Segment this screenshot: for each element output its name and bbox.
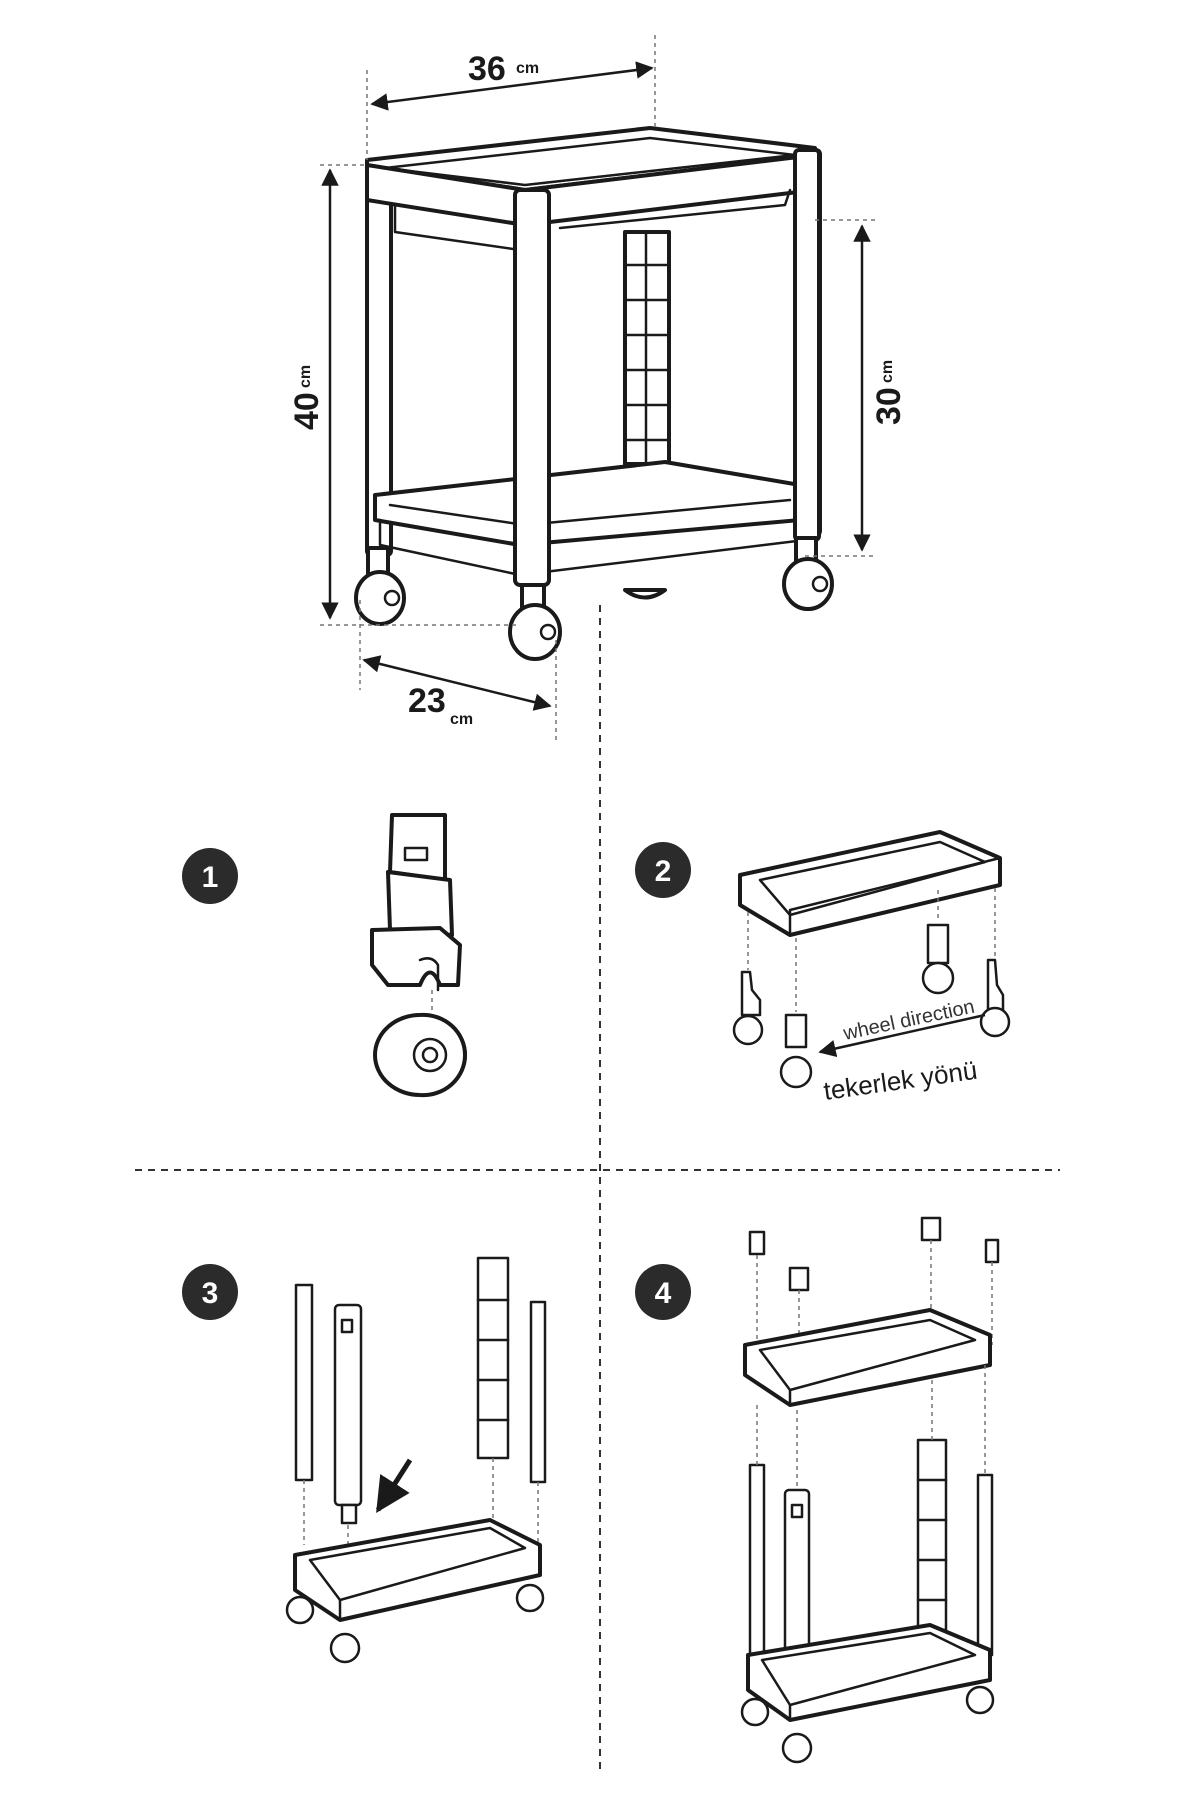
step-4-badge: 4	[635, 1264, 691, 1320]
width-value: 36	[468, 50, 506, 88]
wheel-direction-caption: wheel direction	[840, 996, 976, 1045]
step-2-panel: 2	[635, 830, 1011, 1106]
step-1-badge: 1	[182, 848, 238, 904]
depth-dimension: 23 cm	[359, 600, 557, 740]
height-dimension: 40 cm	[288, 164, 520, 626]
width-unit: cm	[516, 60, 539, 77]
cart-overview-illustration: 36 cm 40 cm 30 cm 23 cm	[288, 35, 908, 740]
section-dividers	[135, 605, 1060, 1775]
caster-illustration	[779, 1013, 813, 1089]
step-1-number: 1	[202, 861, 219, 894]
caster-illustration	[921, 923, 955, 995]
step-1-panel: 1	[182, 813, 468, 1098]
depth-value: 23	[408, 682, 446, 720]
step-3-panel: 3	[182, 1256, 547, 1664]
step-2-number: 2	[655, 855, 672, 888]
step-4-panel: 4	[635, 1216, 1000, 1764]
shelf-gap-unit: cm	[879, 360, 896, 383]
shelf-gap-dimension: 30 cm	[805, 219, 908, 557]
caster-illustration	[732, 970, 764, 1046]
wheel-direction-caption-turkish: tekerlek yönü	[822, 1055, 979, 1106]
shelf-with-casters-illustration: wheel direction tekerlek yönü	[732, 830, 1011, 1106]
height-unit: cm	[297, 365, 314, 388]
caster-assembly-illustration	[370, 813, 468, 1098]
step-3-badge: 3	[182, 1264, 238, 1320]
step-4-number: 4	[655, 1277, 672, 1310]
caster-illustration	[979, 958, 1011, 1038]
wheel-illustration	[508, 583, 562, 661]
width-dimension: 36 cm	[366, 35, 656, 160]
step-3-number: 3	[202, 1277, 219, 1310]
wheel-illustration	[354, 546, 406, 626]
shelf-gap-value: 30	[870, 387, 908, 425]
wheel-illustration	[782, 536, 834, 611]
step-2-badge: 2	[635, 842, 691, 898]
full-assembly-illustration	[740, 1216, 1000, 1764]
wheel-direction-arrow	[818, 1013, 986, 1058]
posts-and-shelf-illustration	[285, 1256, 547, 1664]
depth-unit: cm	[450, 711, 473, 728]
height-value: 40	[288, 392, 326, 430]
